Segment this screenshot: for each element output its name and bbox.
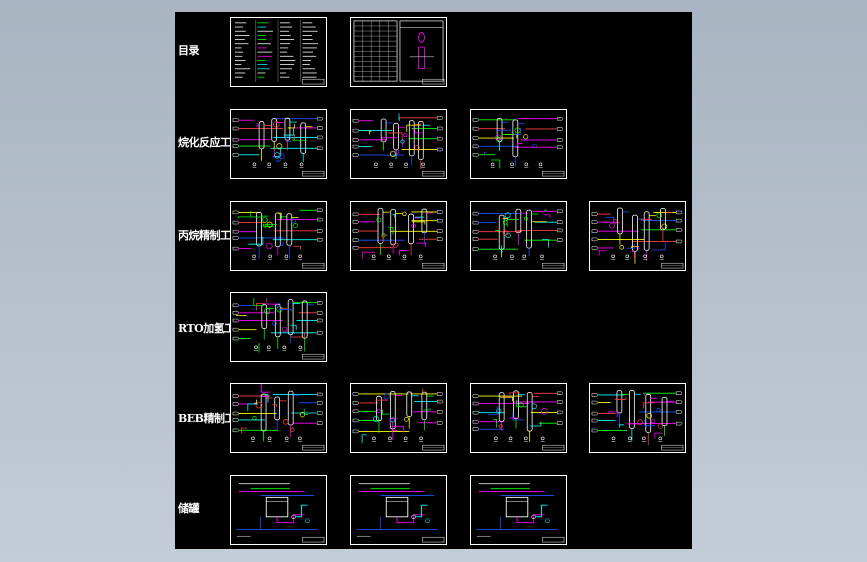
sheet-drawing bbox=[353, 20, 445, 85]
sheet-drawing bbox=[236, 483, 325, 543]
drawing-sheet[interactable] bbox=[350, 383, 447, 453]
sheet-drawing bbox=[234, 19, 325, 85]
drawing-sheet[interactable] bbox=[230, 17, 327, 87]
row-label-rto-hydrogenation: RTO加氢工段 bbox=[178, 322, 246, 335]
sheet-drawing bbox=[591, 207, 684, 269]
drawing-sheet[interactable] bbox=[589, 383, 686, 453]
row-label-tanks: 储罐 bbox=[178, 502, 200, 515]
row-label-propane-refining: 丙烷精制工段 bbox=[178, 229, 242, 242]
sheet-drawing bbox=[232, 384, 325, 451]
sheet-drawing bbox=[472, 208, 565, 269]
sheet-drawing bbox=[232, 116, 325, 177]
drawing-sheet[interactable] bbox=[350, 17, 447, 87]
drawing-canvas[interactable]: 目录 烷化反应工段 丙烷精制工段 RTO加氢工段 BEB精制工段 储罐 bbox=[175, 12, 692, 549]
drawing-sheet[interactable] bbox=[589, 201, 686, 271]
sheet-drawing bbox=[356, 483, 445, 543]
sheet-drawing bbox=[352, 388, 445, 451]
sheet-drawing bbox=[352, 113, 445, 177]
sheet-drawing bbox=[232, 208, 325, 269]
drawing-sheet[interactable] bbox=[470, 109, 567, 179]
sheet-drawing bbox=[232, 297, 325, 360]
drawing-sheet[interactable] bbox=[230, 383, 327, 453]
drawing-sheet[interactable] bbox=[230, 292, 327, 362]
row-label-beb-refining: BEB精制工段 bbox=[178, 412, 246, 425]
sheet-drawing bbox=[472, 117, 565, 177]
sheet-drawing bbox=[476, 483, 565, 543]
row-label-alkylation: 烷化反应工段 bbox=[178, 136, 242, 149]
drawing-sheet[interactable] bbox=[350, 201, 447, 271]
drawing-sheet[interactable] bbox=[470, 475, 567, 545]
drawing-sheet[interactable] bbox=[230, 201, 327, 271]
drawing-sheet[interactable] bbox=[350, 475, 447, 545]
drawing-sheet[interactable] bbox=[470, 201, 567, 271]
sheet-drawing bbox=[472, 390, 565, 451]
row-label-contents: 目录 bbox=[178, 44, 200, 57]
sheet-drawing bbox=[591, 389, 684, 451]
sheet-drawing bbox=[352, 207, 445, 269]
drawing-sheet[interactable] bbox=[230, 475, 327, 545]
drawing-sheet[interactable] bbox=[470, 383, 567, 453]
drawing-sheet[interactable] bbox=[350, 109, 447, 179]
drawing-sheet[interactable] bbox=[230, 109, 327, 179]
